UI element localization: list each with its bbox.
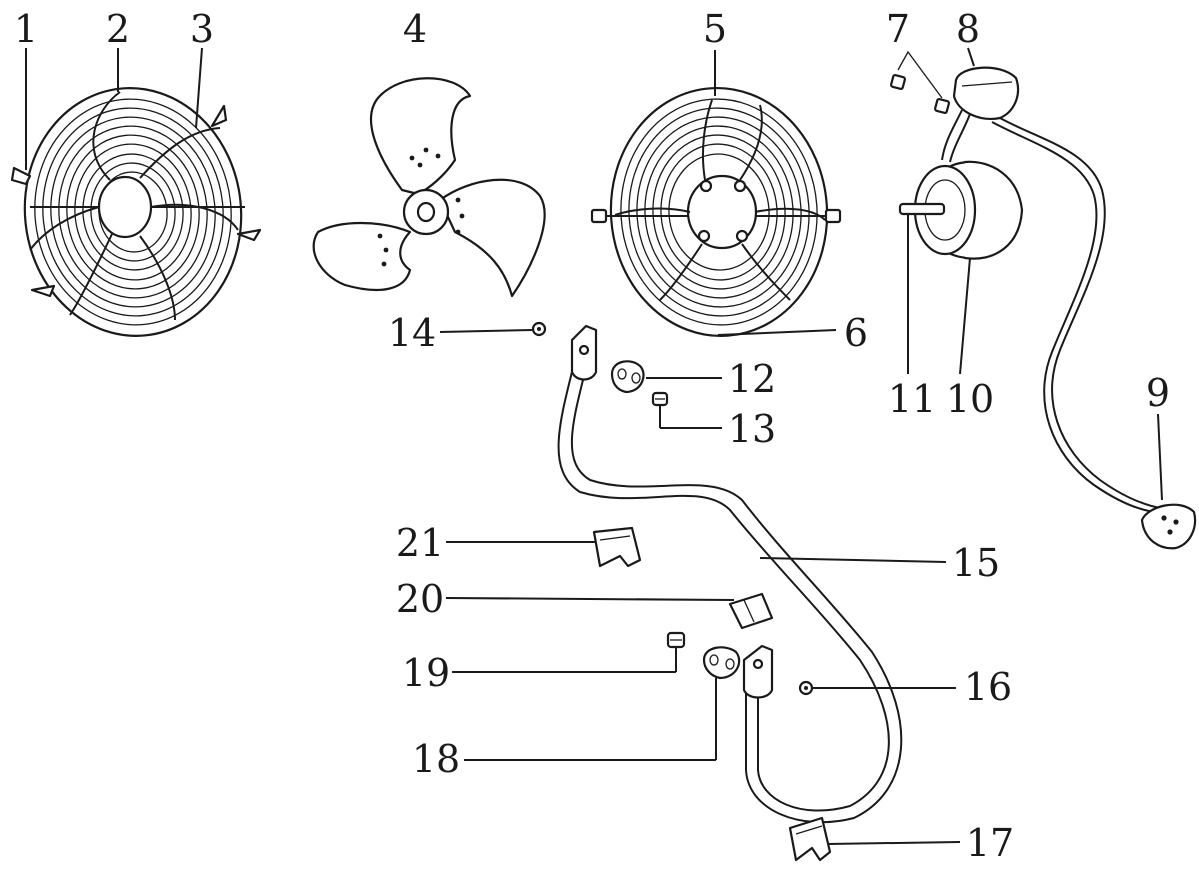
callout-labels: 1 2 3 4 5 6 7 8 9 10 11 12 13 14 15 16 1… <box>14 7 1170 865</box>
callout-19: 19 <box>402 651 450 695</box>
callout-3: 3 <box>190 7 214 51</box>
callout-8: 8 <box>956 7 980 51</box>
callout-9: 9 <box>1146 371 1170 415</box>
callout-13: 13 <box>728 407 776 451</box>
leader-lines <box>25 47 1163 845</box>
callout-2: 2 <box>106 7 130 51</box>
callout-18: 18 <box>412 737 460 781</box>
motor-assembly <box>890 50 1024 260</box>
callout-15: 15 <box>952 541 1000 585</box>
front-guard <box>10 87 262 337</box>
rear-guard <box>590 86 842 338</box>
callout-4: 4 <box>403 7 427 51</box>
callout-12: 12 <box>728 357 776 401</box>
callout-10: 10 <box>946 377 994 421</box>
callout-6: 6 <box>844 311 868 355</box>
callout-20: 20 <box>396 577 444 621</box>
wire-stand <box>531 321 903 862</box>
callout-16: 16 <box>964 665 1012 709</box>
callout-7: 7 <box>886 7 910 51</box>
callout-11: 11 <box>888 377 936 421</box>
callout-17: 17 <box>966 821 1014 865</box>
fan-blade <box>312 77 546 298</box>
callout-1: 1 <box>14 7 38 51</box>
power-cord <box>991 117 1197 550</box>
callout-14: 14 <box>388 311 436 355</box>
callout-5: 5 <box>703 7 727 51</box>
callout-21: 21 <box>396 521 444 565</box>
